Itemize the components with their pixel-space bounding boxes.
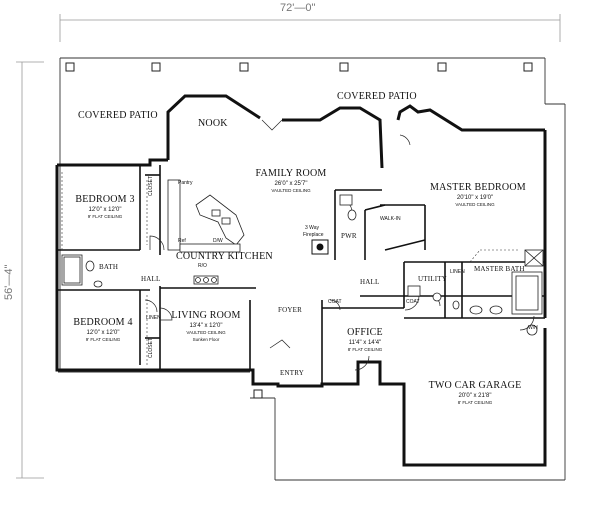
powder-room-label: PWR [341,232,357,240]
bedroom3-block: BEDROOM 3 12'0" x 12'0" 9' FLAT CEILING [70,195,140,220]
overall-depth-dimension-line [16,61,44,479]
dishwasher-label: D/W [213,238,223,244]
living-room-name: LIVING ROOM [171,310,241,321]
master-bedroom-name: MASTER BEDROOM [430,182,526,193]
bedroom3-size: 12'0" x 12'0" [88,207,122,213]
closet-shelving [61,170,520,365]
bedroom3-note: 9' FLAT CEILING [87,214,123,219]
master-bedroom-size: 20'10" x 19'0" [456,195,494,201]
bedroom3-name: BEDROOM 3 [75,194,135,205]
fireplace-label-1: 3 Way [305,225,319,231]
refrigerator-label: Ref [178,238,186,244]
overall-width-dimension-line [59,14,561,42]
living-room-size: 13'4" x 12'0" [189,323,223,329]
family-room-note: VAULTED CEILING [271,188,311,193]
patio-posts [65,62,533,399]
walk-in-closet-label: WALK-IN [380,216,401,222]
water-heater-label: W/H [528,325,538,331]
entry-label: ENTRY [280,369,304,377]
master-bedroom-note: VAULTED CEILING [455,202,495,207]
country-kitchen-label: COUNTRY KITCHEN [176,251,273,262]
bedroom4-note: 9' FLAT CEILING [85,337,121,342]
bedroom4-size: 12'0" x 12'0" [86,330,120,336]
overall-width-label: 72'—0" [280,2,316,14]
garage-size: 20'0" x 21'8" [458,393,492,399]
bath-fixtures [61,194,544,336]
coat-hall-label: COAT [406,299,420,305]
office-name: OFFICE [347,327,383,338]
family-room-name: FAMILY ROOM [255,168,327,179]
covered-patio-left-label: COVERED PATIO [78,110,158,121]
garage-block: TWO CAR GARAGE 20'0" x 21'8" 8' FLAT CEI… [425,381,525,406]
family-room-size: 26'0" x 25'7" [274,181,308,187]
master-bath-label: MASTER BATH [474,265,525,273]
covered-patio-top-label: COVERED PATIO [337,91,417,102]
closet-b3-label: CLOSET [148,175,154,196]
family-room-block: FAMILY ROOM 26'0" x 25'7" VAULTED CEILIN… [246,169,336,194]
bath-label: BATH [99,263,119,271]
bedroom4-block: BEDROOM 4 12'0" x 12'0" 9' FLAT CEILING [68,318,138,343]
linen-right-label: LINEN [450,269,465,275]
garage-name: TWO CAR GARAGE [428,380,522,391]
living-room-note2: Sunken Floor [192,336,220,342]
kitchen-fixtures [167,179,245,285]
office-note: 8' FLAT CEILING [347,347,383,352]
living-room-note: VAULTED CEILING [186,330,226,335]
office-size: 11'4" x 14'4" [348,340,382,346]
hall-right-label: HALL [360,278,380,286]
fireplace [311,239,329,255]
foyer-label: FOYER [278,306,302,314]
living-room-block: LIVING ROOM 13'4" x 12'0" VAULTED CEILIN… [164,311,248,342]
overall-depth-label: 56'—4" [3,264,15,300]
hall-left-label: HALL [141,275,161,283]
closet-b4-label: CLOSET [148,337,154,358]
bedroom4-name: BEDROOM 4 [73,317,133,328]
nook-label: NOOK [198,118,228,129]
linen-left-label: LINEN [146,315,161,321]
pantry-label: Pantry [178,180,193,186]
garage-note: 8' FLAT CEILING [457,400,493,405]
fireplace-label-2: Fireplace [303,232,324,238]
exterior-walls [55,94,547,467]
master-bedroom-block: MASTER BEDROOM 20'10" x 19'0" VAULTED CE… [430,182,526,208]
utility-label: UTILITY [418,275,448,283]
coat-foyer-label: COAT [328,299,342,305]
range-oven-label: R/O [198,263,207,269]
office-block: OFFICE 11'4" x 14'4" 8' FLAT CEILING [330,328,400,353]
